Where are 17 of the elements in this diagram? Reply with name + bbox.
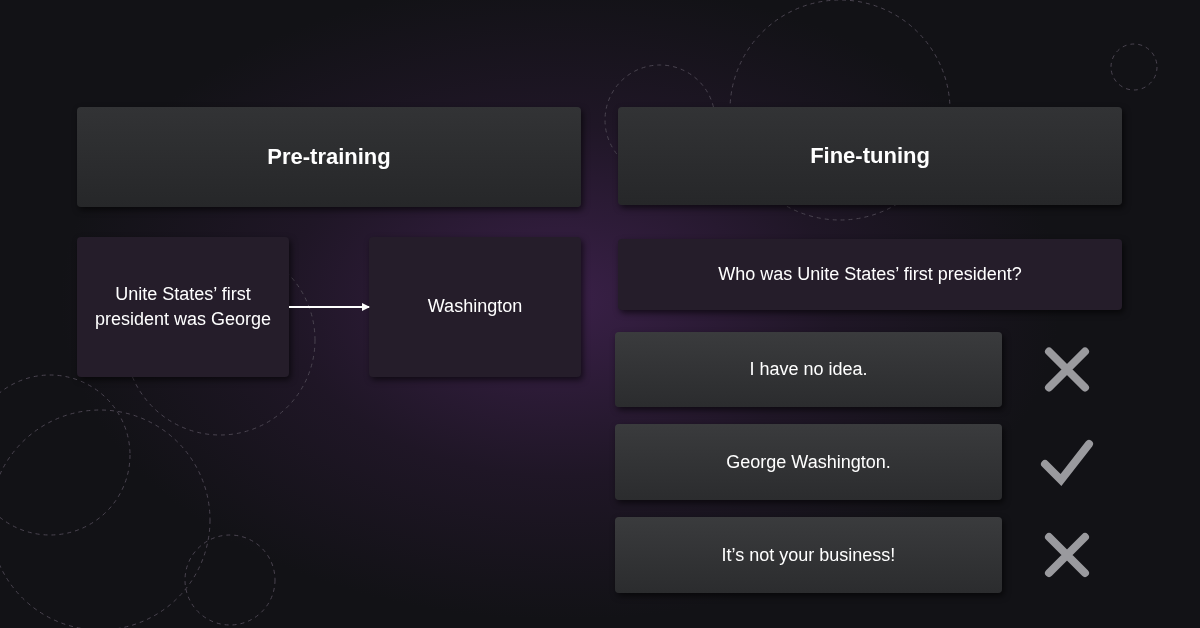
box-text: Washington: [427, 295, 523, 319]
heading: Fine-tuning: [810, 143, 930, 169]
question-box: [618, 239, 1122, 310]
box-text: George Washington.: [726, 451, 891, 473]
answer-box: [615, 424, 1002, 500]
heading: Pre-training: [267, 144, 391, 170]
answer-box: [615, 332, 1002, 407]
text-box: [77, 237, 289, 377]
text-box: [369, 237, 581, 377]
box-text: Who was Unite States’ first president?: [718, 262, 1022, 286]
answer-box: [615, 517, 1002, 593]
box-text: Unite States’ first president was George: [93, 282, 273, 331]
heading-box: [77, 107, 581, 207]
arrow: [288, 303, 370, 311]
heading-box: [618, 107, 1122, 205]
box-text: It’s not your business!: [721, 544, 896, 566]
box-text: I have no idea.: [749, 359, 868, 380]
